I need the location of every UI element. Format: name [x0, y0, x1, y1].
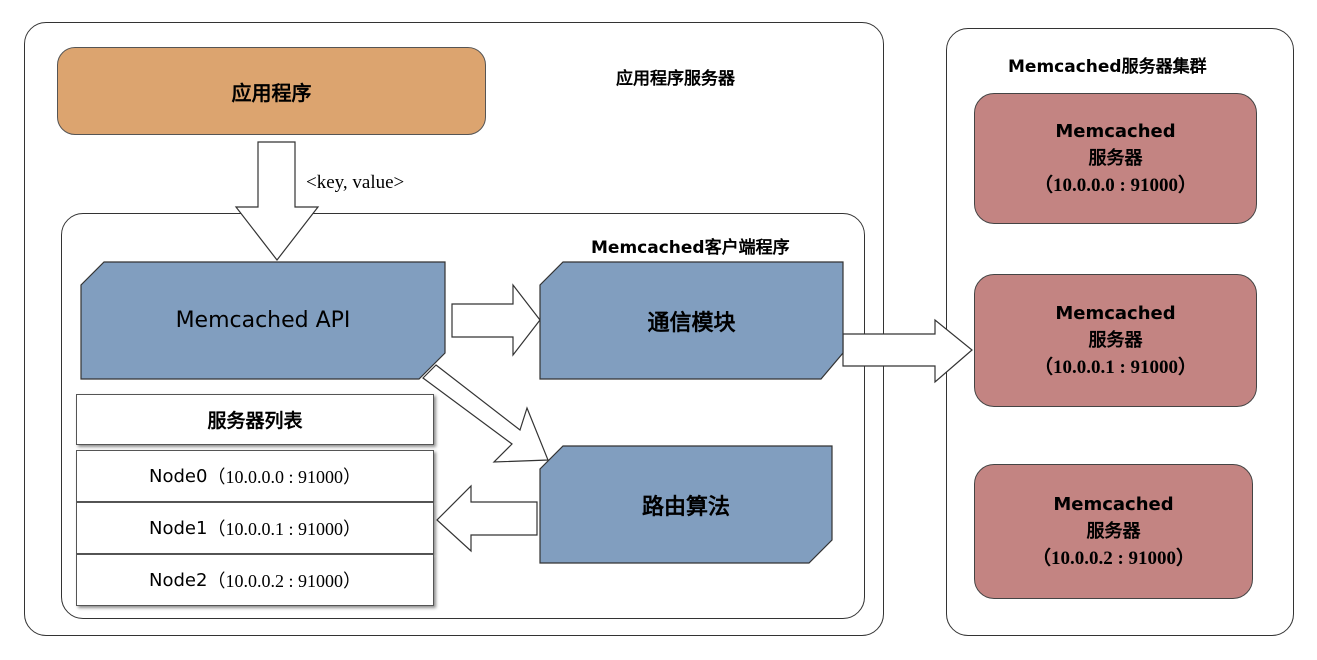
memcached-api-label: Memcached API	[175, 308, 351, 333]
server-name: Memcached	[1053, 494, 1174, 515]
server-list-node-1: Node1（10.0.0.1 : 91000）	[76, 502, 434, 554]
application-box: 应用程序	[57, 47, 486, 135]
memcached-api-box	[80, 261, 446, 380]
server-addr: （10.0.0.0 : 91000）	[1033, 175, 1198, 196]
routing-to-list-arrow	[436, 484, 538, 553]
node-name: Node0	[149, 465, 208, 487]
server-role: 服务器	[1088, 148, 1143, 169]
node-name: Node2	[149, 569, 208, 591]
memcached-server-0: Memcached 服务器 （10.0.0.0 : 91000）	[974, 93, 1257, 224]
server-name: Memcached	[1055, 303, 1176, 324]
node-addr: （10.0.0.1 : 91000）	[207, 519, 361, 539]
node-addr: （10.0.0.0 : 91000）	[207, 467, 361, 487]
comm-module-label: 通信模块	[647, 310, 736, 336]
server-addr: （10.0.0.1 : 91000）	[1033, 357, 1198, 378]
comm-module-box	[539, 261, 844, 380]
server-list-node-2: Node2（10.0.0.2 : 91000）	[76, 554, 434, 606]
application-label: 应用程序	[231, 80, 312, 105]
app-server-title: 应用程序服务器	[616, 69, 735, 89]
api-to-routing-arrow	[422, 364, 549, 463]
api-to-comm-arrow	[451, 283, 541, 357]
down-arrow	[234, 141, 320, 261]
server-addr: （10.0.0.2 : 91000）	[1031, 548, 1196, 569]
server-list-node-0: Node0（10.0.0.0 : 91000）	[76, 450, 434, 502]
node-addr: （10.0.0.2 : 91000）	[207, 571, 361, 591]
server-role: 服务器	[1088, 330, 1143, 351]
cluster-title: Memcached服务器集群	[1008, 57, 1207, 77]
server-list-title: 服务器列表	[76, 394, 434, 445]
client-program-title: Memcached客户端程序	[591, 238, 790, 258]
key-value-label: <key, value>	[306, 172, 405, 193]
routing-algorithm-label: 路由算法	[641, 494, 730, 520]
memcached-server-1: Memcached 服务器 （10.0.0.1 : 91000）	[974, 274, 1257, 407]
server-list-title-text: 服务器列表	[207, 410, 303, 432]
server-role: 服务器	[1086, 521, 1141, 542]
comm-to-cluster-arrow	[842, 318, 973, 384]
server-name: Memcached	[1055, 121, 1176, 142]
memcached-server-2: Memcached 服务器 （10.0.0.2 : 91000）	[974, 464, 1253, 599]
routing-algorithm-box	[539, 445, 833, 564]
node-name: Node1	[149, 517, 208, 539]
